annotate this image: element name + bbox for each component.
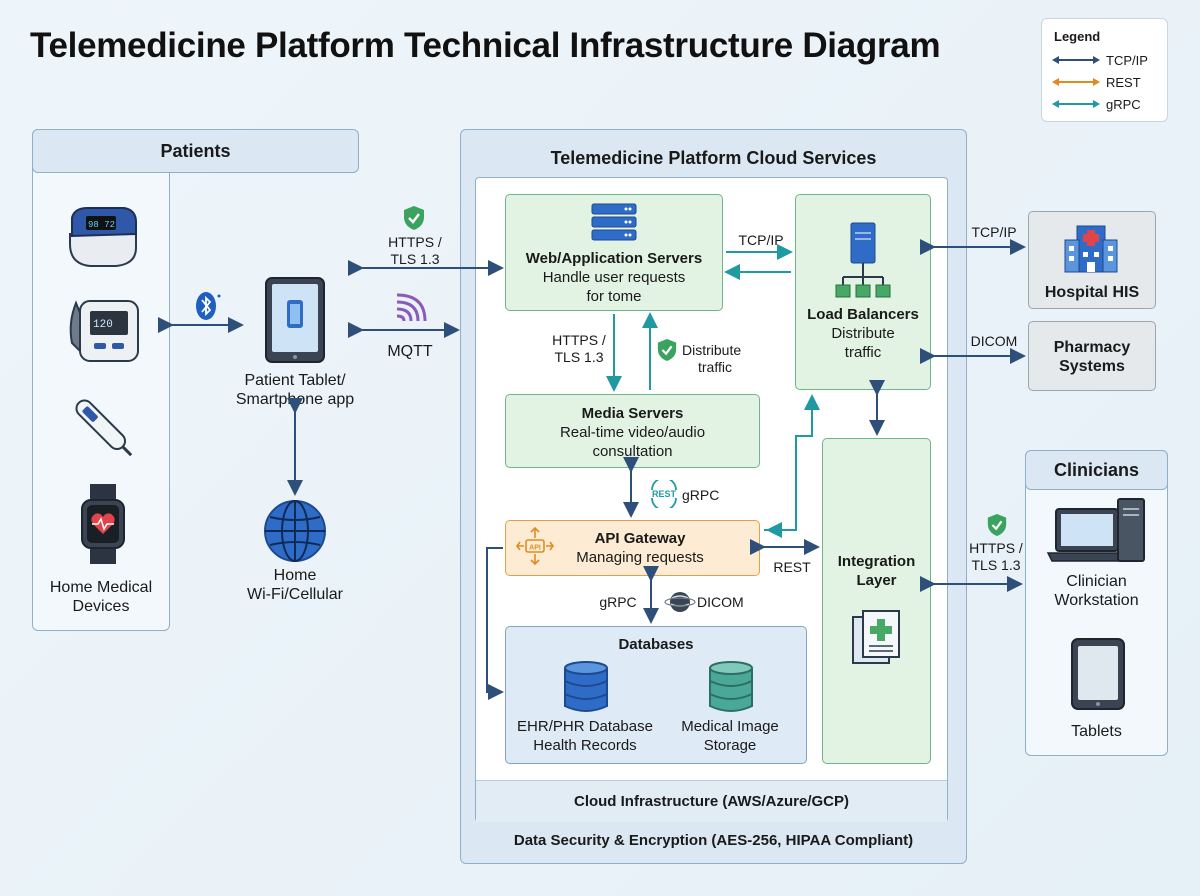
db-img-2: Storage [703, 737, 757, 754]
api-icon: API [516, 526, 554, 566]
inner-https-label-1: HTTPS / [552, 332, 606, 348]
ehr-database-icon [564, 661, 608, 712]
shield-check-icon [657, 339, 677, 361]
db-ehr-2: Health Records [533, 737, 637, 754]
web-line1: Handle user requests [542, 269, 686, 286]
api-line1: Managing requests [576, 549, 704, 566]
medical-documents-icon [852, 610, 900, 664]
legend-item-grpc: gRPC [1052, 95, 1141, 113]
thermometer-icon [75, 399, 133, 457]
double-arrow-icon [1052, 100, 1100, 108]
lb-title: Load Balancers [807, 306, 919, 323]
double-arrow-icon [1052, 56, 1100, 64]
load-balancer-icon [835, 222, 891, 298]
shield-check-icon [987, 514, 1007, 536]
mqtt-label: MQTT [387, 343, 433, 360]
lb-line1: Distribute [831, 325, 895, 342]
dicom-icon [664, 592, 696, 612]
web-line2: for tome [586, 288, 642, 305]
workstation-icon [1046, 498, 1145, 562]
page-title: Telemedicine Platform Technical Infrastr… [30, 26, 941, 65]
mqtt-icon [396, 293, 427, 322]
legend-item-tcpip: TCP/IP [1052, 51, 1148, 69]
workstation-label-1: Clinician [1066, 573, 1127, 590]
pharmacy-box [1028, 321, 1156, 391]
shield-check-icon [404, 206, 424, 230]
pharmacy-dicom-label: DICOM [970, 333, 1018, 349]
grpc-label-2: gRPC [599, 594, 637, 610]
tablets-label: Tablets [1071, 723, 1122, 740]
db-ehr-1: EHR/PHR Database [517, 718, 653, 735]
db-title: Databases [618, 636, 694, 653]
cloud-infrastructure-label: Cloud Infrastructure (AWS/Azure/GCP) [476, 780, 947, 822]
double-arrow-icon [1052, 78, 1100, 86]
clin-https-label-2: TLS 1.3 [971, 557, 1021, 573]
home-label-2: Wi-Fi/Cellular [247, 586, 343, 603]
api-icon-text: API [529, 545, 541, 552]
cloud-title: Telemedicine Platform Cloud Services [550, 148, 877, 168]
security-label: Data Security & Encryption (AES-256, HIP… [513, 832, 914, 849]
clinician-tablet-icon [1071, 638, 1125, 710]
integration-line1: Integration [837, 553, 916, 570]
databases-box [505, 626, 807, 764]
legend-label: REST [1106, 74, 1141, 90]
his-tcpip-label: TCP/IP [971, 224, 1017, 240]
media-title: Media Servers [581, 405, 684, 422]
legend-label: TCP/IP [1106, 52, 1148, 68]
api-lb-connection [764, 394, 820, 531]
api-title: API Gateway [594, 530, 686, 547]
pharmacy-label-1: Pharmacy [1053, 339, 1131, 356]
home-label-1: Home [273, 567, 317, 584]
hospital-his-label: Hospital HIS [1044, 284, 1140, 301]
tablet-icon [265, 277, 325, 363]
devices-label-1: Home Medical [49, 579, 153, 596]
distribute-label-2: traffic [698, 359, 732, 375]
blood-pressure-monitor-icon: 120 [69, 300, 139, 362]
grpc-label: gRPC [682, 487, 720, 503]
patients-header: Patients [32, 129, 359, 173]
db-img-1: Medical Image [681, 718, 779, 735]
legend: Legend TCP/IP REST gRPC [1041, 18, 1168, 122]
rest-label: REST [773, 559, 811, 575]
distribute-label-1: Distribute [682, 342, 742, 358]
legend-title: Legend [1054, 29, 1101, 44]
globe-icon [264, 500, 326, 562]
image-storage-icon [709, 661, 753, 712]
web-title: Web/Application Servers [525, 250, 703, 267]
smartwatch-icon [81, 484, 125, 564]
inner-https-label-2: TLS 1.3 [554, 349, 604, 365]
svg-text:98 72: 98 72 [88, 220, 115, 230]
server-icon [591, 203, 637, 241]
lb-line2: traffic [844, 344, 882, 361]
tcpip-label: TCP/IP [738, 232, 784, 248]
dicom-label: DICOM [697, 594, 744, 610]
pharmacy-label-2: Systems [1059, 358, 1125, 375]
workstation-label-2: Workstation [1054, 592, 1139, 609]
clin-https-label-1: HTTPS / [969, 540, 1023, 556]
devices-label-2: Devices [72, 598, 130, 615]
rest-icon: REST [651, 480, 677, 508]
integration-line2: Layer [856, 572, 897, 589]
tablet-label-1: Patient Tablet/ [244, 372, 346, 389]
hospital-icon [1064, 225, 1118, 273]
media-servers-box [505, 394, 760, 468]
media-line2: consultation [592, 443, 673, 460]
pulse-oximeter-icon: 98 72 [69, 207, 137, 267]
https-label-2: TLS 1.3 [390, 251, 440, 267]
api-ehr-connection [486, 547, 504, 700]
api-gateway-box [505, 520, 760, 576]
rest-icon-text: REST [652, 489, 677, 499]
web-app-servers-box [505, 194, 723, 311]
media-line1: Real-time video/audio [559, 424, 706, 441]
https-label-1: HTTPS / [388, 234, 442, 250]
svg-text:120: 120 [93, 319, 113, 331]
bluetooth-icon [196, 292, 221, 320]
integration-layer-box [822, 438, 931, 764]
legend-label: gRPC [1106, 96, 1141, 112]
legend-item-rest: REST [1052, 73, 1141, 91]
clinicians-header: Clinicians [1025, 450, 1168, 490]
